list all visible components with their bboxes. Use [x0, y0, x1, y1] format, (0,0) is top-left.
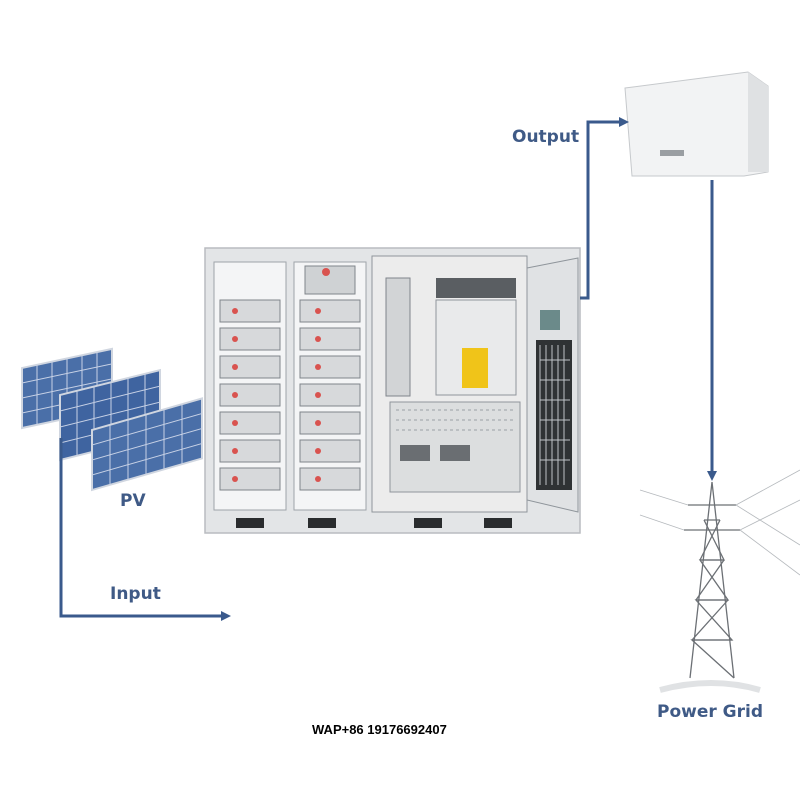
storage-cabinet [204, 247, 581, 534]
output-label: Output [512, 127, 580, 147]
transmission-tower [639, 469, 800, 693]
flow-arrows [59, 117, 717, 621]
output-arrow [580, 117, 629, 300]
battery-bay-middle [293, 261, 367, 511]
battery-bay-left [213, 261, 287, 511]
pcs-bay [371, 255, 528, 513]
solar-panels [21, 347, 203, 492]
wall-inverter [624, 71, 769, 177]
pv-label: PV [120, 491, 146, 511]
input-arrow [59, 438, 231, 621]
input-label: Input [110, 584, 161, 604]
contact-text: WAP+86 19176692407 [312, 722, 447, 737]
cabinet-door [526, 257, 579, 513]
power-grid-label: Power Grid [657, 702, 764, 722]
